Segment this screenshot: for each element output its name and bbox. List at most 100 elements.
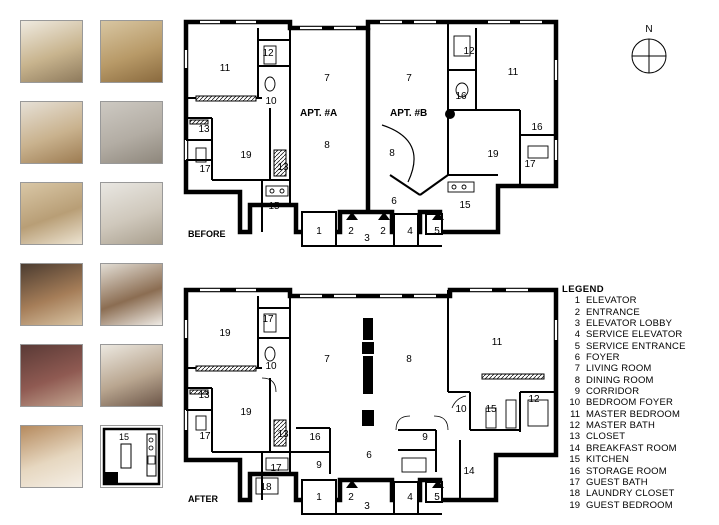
room-label: 5 <box>434 492 440 503</box>
room-label: 19 <box>219 328 231 339</box>
legend-item-number: 4 <box>574 329 580 341</box>
room-label: 1 <box>316 492 322 503</box>
room-label: 4 <box>407 492 413 503</box>
thumb-dining-room <box>100 263 163 326</box>
room-label: 8 <box>324 140 330 151</box>
legend-item-number: 6 <box>574 352 580 364</box>
room-label: 5 <box>434 226 440 237</box>
photo-fill <box>21 426 82 487</box>
room-label: 12 <box>528 394 540 405</box>
room-label: 17 <box>199 164 211 175</box>
legend-item: 5 SERVICE ENTRANCE <box>562 341 712 352</box>
room-label: 9 <box>422 432 428 443</box>
thumb-doorway <box>20 20 83 83</box>
room-label: 8 <box>389 148 395 159</box>
legend-item-name: MASTER BATH <box>586 420 656 432</box>
room-label: 8 <box>406 354 412 365</box>
legend-item-number: 10 <box>569 397 580 409</box>
legend-item-number: 2 <box>574 306 580 318</box>
photo-fill <box>101 345 162 406</box>
photo-fill <box>21 264 82 325</box>
room-label: 16 <box>455 91 467 102</box>
legend-item-name: SERVICE ENTRANCE <box>586 340 686 352</box>
room-label: 16 <box>531 122 543 133</box>
legend-item: 3 ELEVATOR LOBBY <box>562 318 712 329</box>
room-label: 3 <box>364 233 370 244</box>
room-label: 2 <box>380 226 386 237</box>
legend-item-number: 14 <box>569 442 580 454</box>
room-label: 12 <box>463 46 475 57</box>
legend-item: 1 ELEVATOR <box>562 295 712 306</box>
legend-item-name: GUEST BATH <box>586 476 648 488</box>
thumb-kitchen-plan: 15 <box>100 425 163 488</box>
legend-item-name: ENTRANCE <box>586 306 640 318</box>
before-label: BEFORE <box>188 229 226 239</box>
room-label: 11 <box>508 67 519 78</box>
legend-item: 11 MASTER BEDROOM <box>562 409 712 420</box>
legend-item-number: 5 <box>574 340 580 352</box>
room-label: 17 <box>199 431 211 442</box>
photo-fill <box>21 21 82 82</box>
room-label: 15 <box>268 201 280 212</box>
photo-fill <box>21 183 82 244</box>
legend-item-name: LIVING ROOM <box>586 363 652 375</box>
room-label: 18 <box>260 482 272 493</box>
legend-item: 7 LIVING ROOM <box>562 363 712 374</box>
legend-item-number: 7 <box>574 363 580 375</box>
room-label: 15 <box>485 404 497 415</box>
legend-item-name: ELEVATOR <box>586 295 637 307</box>
legend-item-name: DINING ROOM <box>586 374 654 386</box>
legend-item-name: MASTER BEDROOM <box>586 408 681 420</box>
after-label: AFTER <box>188 494 218 504</box>
legend-item-name: KITCHEN <box>586 454 630 466</box>
thumb-bathroom <box>20 425 83 488</box>
legend-item-number: 17 <box>569 476 580 488</box>
thumb-bright-room <box>100 182 163 245</box>
room-label: 10 <box>455 404 467 415</box>
room-label: 1 <box>316 226 322 237</box>
floor-plans: BEFORE APT. #A APT. #B 11 12 10 13 19 13… <box>183 19 559 515</box>
room-label: 16 <box>309 432 321 443</box>
room-label: 2 <box>348 492 354 503</box>
room-label: 4 <box>407 226 413 237</box>
photo-fill <box>101 21 162 82</box>
legend-item-name: ELEVATOR LOBBY <box>586 318 673 330</box>
legend-item-name: CORRIDOR <box>586 386 640 398</box>
thumb-empty-room <box>20 101 83 164</box>
legend-item-number: 1 <box>574 295 580 307</box>
photo-fill <box>101 183 162 244</box>
legend-item-number: 16 <box>569 465 580 477</box>
before-plan: BEFORE APT. #A APT. #B 11 12 10 13 19 13… <box>183 19 559 247</box>
legend-item: 4 SERVICE ELEVATOR <box>562 329 712 340</box>
room-label: 11 <box>492 337 503 348</box>
compass-north-label: N <box>645 24 652 35</box>
room-label: 13 <box>277 429 289 440</box>
room-label: 7 <box>406 73 412 84</box>
photo-fill <box>101 264 162 325</box>
legend-item-number: 12 <box>569 420 580 432</box>
room-label: 13 <box>277 162 289 173</box>
room-label: 6 <box>391 196 397 207</box>
photo-fill <box>101 102 162 163</box>
legend-item-name: GUEST BEDROOM <box>586 499 673 511</box>
legend-item-number: 3 <box>574 318 580 330</box>
legend-item-name: SERVICE ELEVATOR <box>586 329 683 341</box>
room-label: 19 <box>487 149 499 160</box>
legend-item-number: 8 <box>574 374 580 386</box>
legend-item-number: 9 <box>574 386 580 398</box>
legend-item: 9 CORRIDOR <box>562 386 712 397</box>
north-compass: N <box>631 24 667 74</box>
apt-b-label: APT. #B <box>390 108 427 119</box>
legend-item-name: STORAGE ROOM <box>586 465 667 477</box>
legend-item-number: 11 <box>570 408 580 420</box>
kitchen-plan-drawing: 15 <box>102 427 161 486</box>
thumb-hall <box>100 20 163 83</box>
thumb-shelves <box>100 344 163 407</box>
thumb-lounge <box>20 344 83 407</box>
after-plan: AFTER 19 17 10 13 19 17 13 16 17 9 18 7 … <box>183 287 559 515</box>
apt-a-label: APT. #A <box>300 108 337 119</box>
thumb-bath-shower <box>20 182 83 245</box>
